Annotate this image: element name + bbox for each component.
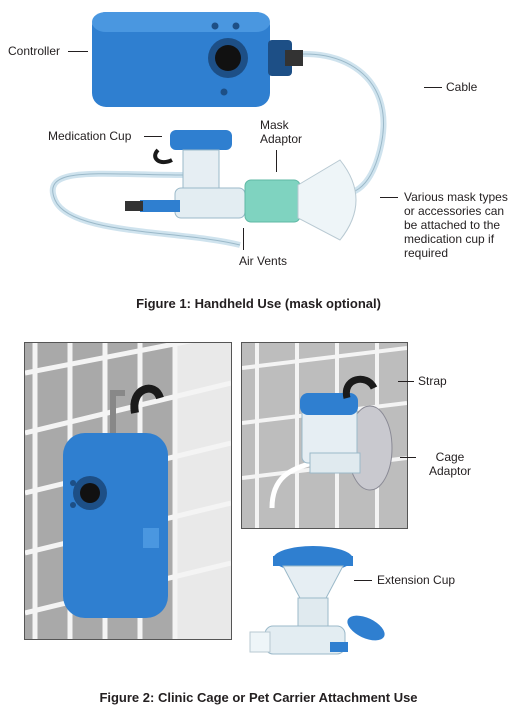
mask-adaptor-part	[244, 179, 301, 223]
figure1-caption: Figure 1: Handheld Use (mask optional)	[136, 296, 381, 311]
panel-controller-on-cage	[24, 342, 232, 640]
cage-cup-illustration	[242, 343, 407, 528]
leader-air-vents	[243, 228, 244, 250]
label-mask-adaptor: Mask Adaptor	[260, 118, 303, 146]
leader-mask-note	[380, 197, 398, 198]
leader-extension-cup	[354, 580, 372, 581]
label-mask-note: Various mask types or accessories can be…	[404, 190, 508, 260]
panel-cup-on-cage	[241, 342, 408, 529]
leader-strap	[398, 381, 414, 382]
leader-medication-cup	[144, 136, 162, 137]
label-cable: Cable	[446, 80, 478, 94]
label-strap: Strap	[418, 374, 447, 388]
label-medication-cup: Medication Cup	[48, 129, 132, 143]
cage-controller-illustration	[25, 343, 231, 639]
label-extension-cup: Extension Cup	[377, 573, 456, 587]
leader-cage-adaptor	[400, 457, 416, 458]
controller-device	[92, 12, 303, 107]
figure2-caption: Figure 2: Clinic Cage or Pet Carrier Att…	[99, 690, 418, 705]
leader-mask-adaptor	[276, 150, 277, 172]
label-controller: Controller	[8, 44, 61, 58]
label-air-vents: Air Vents	[239, 254, 288, 268]
leader-cable	[424, 87, 442, 88]
mask-cone	[297, 159, 357, 241]
figure1-illustration	[49, 12, 387, 248]
leader-controller	[68, 51, 88, 52]
medication-cup	[153, 130, 232, 195]
nebuliser-body	[125, 187, 246, 219]
label-cage-adaptor: Cage Adaptor	[428, 450, 472, 478]
